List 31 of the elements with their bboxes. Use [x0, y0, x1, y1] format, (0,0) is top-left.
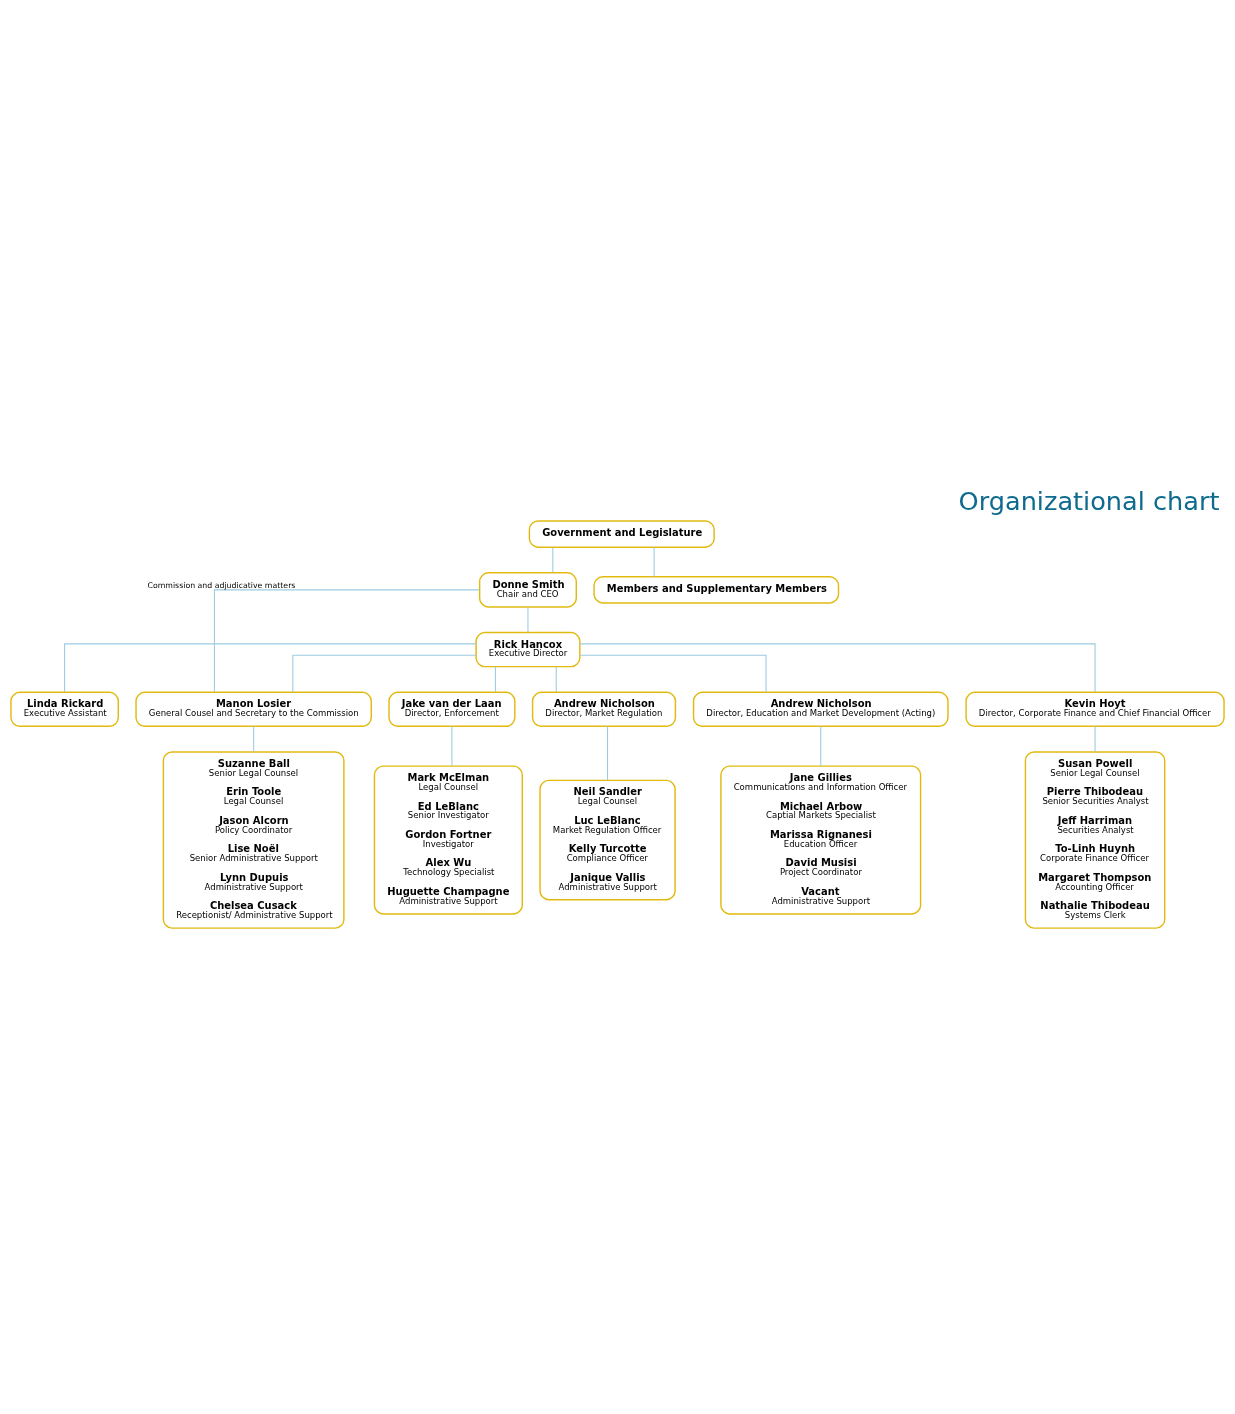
connector — [1094, 725, 1096, 752]
connector — [253, 725, 255, 752]
connector — [820, 725, 822, 767]
connector — [213, 588, 480, 693]
connector — [292, 654, 477, 693]
node-box: Andrew Nicholson Director, Education and Market Development (Acting) — [692, 691, 949, 727]
diagram-title: Organizational chart — [958, 485, 1220, 516]
node-box: Members and Supplementary Members — [593, 575, 840, 604]
node-box: Donne Smith Chair and CEO — [478, 571, 577, 608]
connector — [579, 654, 767, 693]
node-box: Linda Rickard Executive Assistant — [10, 691, 119, 727]
node-box: Neil Sandler Legal Counsel Luc LeBlanc Market Regulation Officer Kelly Turcotte Compliance Officer Janique Vallis Administrative Support — [539, 779, 676, 900]
node-box: Susan Powell Senior Legal Counsel Pierre Thibodeau Senior Securities Analyst Jeff Harriman Securities Analyst To-Linh Huynh Corporate Finance Officer Margaret Thompson Accounting Officer Nathalie Thibodeau Systems Clerk — [1024, 750, 1166, 929]
connector — [552, 546, 554, 573]
connector — [607, 725, 609, 781]
node-box: Kevin Hoyt Director, Corporate Finance and Chief Financial Officer — [965, 691, 1225, 727]
connector — [555, 665, 557, 693]
connector — [494, 665, 496, 693]
connector — [579, 642, 1096, 693]
node-box: Jake van der Laan Director, Enforcement — [388, 691, 516, 727]
node-box: Andrew Nicholson Director, Market Regulation — [531, 691, 677, 727]
connector — [653, 546, 655, 577]
node-box: Mark McElman Legal Counsel Ed LeBlanc Senior Investigator Gordon Fortner Investigator Alex Wu Technology Specialist Huguette Champagne Administrative Support — [373, 764, 523, 915]
node-box: Rick Hancox Executive Director — [475, 631, 581, 667]
node-box: Jane Gillies Communications and Information Officer Michael Arbow Captial Markets Specialist Marissa Rignanesi Education Officer David Musisi Project Coordinator Vacant Administrative Support — [720, 764, 922, 915]
node-box: Manon Losier General Cousel and Secretary to the Commission — [135, 691, 372, 727]
connector — [64, 642, 477, 693]
node-box: Suzanne Ball Senior Legal Counsel Erin Toole Legal Counsel Jason Alcorn Policy Coordinator Lise Noël Senior Administrative Support Lynn Dupuis Administrative Support Chelsea Cusack Receptionist/ Administrative Support — [162, 750, 345, 929]
node-box: Government and Legislature — [528, 519, 715, 548]
connector — [527, 606, 529, 633]
connector — [451, 725, 453, 767]
